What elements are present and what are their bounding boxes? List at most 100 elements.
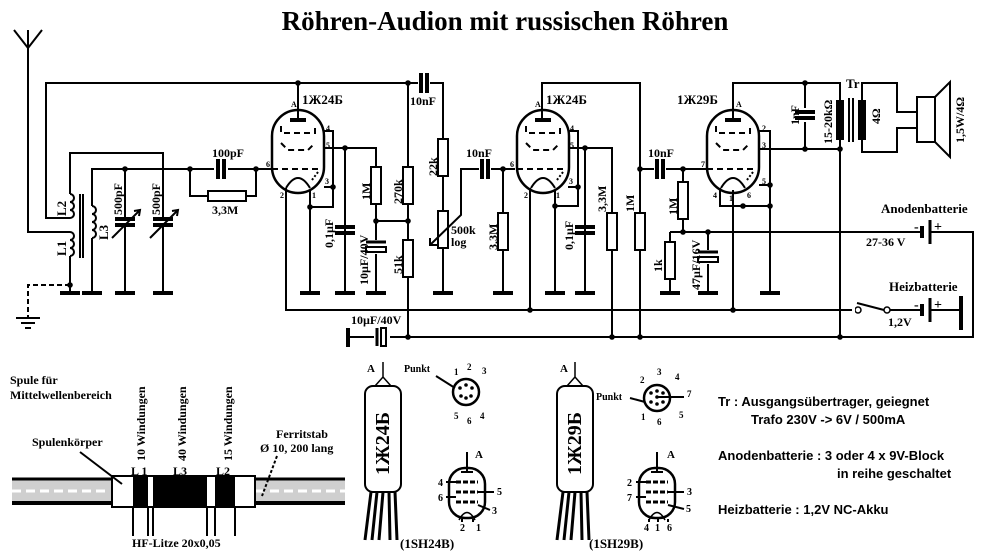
label-22k: 22k <box>426 157 440 176</box>
junction-dot <box>609 334 615 340</box>
junction-dot <box>802 146 808 152</box>
pin-label: 5 <box>762 177 766 186</box>
junction-dot <box>295 80 301 86</box>
switch-icon <box>854 306 862 314</box>
arrowhead <box>171 208 180 217</box>
resistor <box>207 190 247 202</box>
tube-pin-wire <box>393 491 399 541</box>
tube-pin-wire <box>555 491 565 541</box>
label-tr-secondary: 4Ω <box>869 108 883 124</box>
pin-label: 4 <box>570 124 574 133</box>
leader-line <box>261 455 278 497</box>
gap <box>852 305 855 315</box>
transformer-icon <box>836 100 844 140</box>
tube2-view <box>555 362 594 541</box>
battery-minus: - <box>914 220 919 235</box>
tube2-punkt-label: Punkt <box>596 392 623 403</box>
label-0-1uf-b: 0,1µF <box>562 221 576 250</box>
transformer-icon <box>858 100 866 140</box>
wire <box>555 130 579 207</box>
label-1m-a: 1M <box>359 183 373 200</box>
pin-label: 3 <box>762 141 766 150</box>
pin-dot <box>649 391 653 395</box>
wire <box>719 188 743 207</box>
winding-l1 <box>133 476 148 507</box>
label-log: log <box>451 235 466 249</box>
pin-label: 7 <box>701 160 705 169</box>
pin-dot <box>469 394 473 398</box>
pin-label: 1 <box>476 523 481 534</box>
variable-capacitor-arrow <box>149 209 179 239</box>
label-tr-primary: 15-20kΩ <box>821 99 835 144</box>
pin-label: A <box>291 100 297 109</box>
label-100pf: 100pF <box>212 146 244 160</box>
pin-dot <box>464 396 468 400</box>
pin-label: 6 <box>657 417 662 427</box>
wire <box>861 127 917 153</box>
note-tr-1: Tr : Ausgangsübertrager, geiegnet <box>718 394 930 409</box>
pin-line <box>667 504 685 510</box>
wire <box>861 82 917 113</box>
junction-dot <box>330 184 336 190</box>
tube-filament <box>285 177 311 189</box>
pin-label: A <box>736 100 742 109</box>
label-0-1uf-a: 0,1µF <box>322 219 336 248</box>
note-anode-2: in reihe geschaltet <box>837 466 952 481</box>
label-l1: L1 <box>54 241 69 256</box>
junction-dot <box>740 203 746 209</box>
resistor <box>437 138 449 177</box>
wire <box>69 152 164 218</box>
label-47uf: 47µF/16V <box>689 239 703 290</box>
label-coil-l2: L2 <box>216 464 230 478</box>
pin-label: 5 <box>570 141 574 150</box>
tube-grid <box>280 142 316 151</box>
junction-dot <box>122 166 128 172</box>
pin-label: 2 <box>627 478 632 489</box>
resistor <box>664 241 676 280</box>
tube-icon <box>515 108 571 195</box>
label-coil-l1: L 1 <box>131 464 147 478</box>
tube-grid <box>525 126 561 134</box>
tube-grid <box>525 142 561 151</box>
tube2-view-name: 1Ж29Б <box>564 412 586 475</box>
pin-label: 4 <box>438 478 443 489</box>
wire <box>743 130 771 207</box>
tube-icon <box>705 108 761 195</box>
tube-pin-wire <box>585 491 591 541</box>
resistor <box>437 210 449 249</box>
battery-minus: - <box>914 298 919 313</box>
pin-label: 6 <box>438 493 443 504</box>
label-10nf-b: 10nF <box>466 146 492 160</box>
pin-label: 5 <box>679 410 684 420</box>
wire <box>285 188 855 311</box>
pin-label: 6 <box>467 416 472 426</box>
label-hf-litze: HF-Litze 20x0,05 <box>132 536 221 550</box>
battery-plus: + <box>934 298 942 313</box>
tube-filament <box>530 177 556 189</box>
pin-label: 5 <box>326 141 330 150</box>
junction-dot <box>767 182 773 188</box>
pin-label: 3 <box>569 177 573 186</box>
tube-anode-lead <box>565 362 585 387</box>
label-l2: L2 <box>54 201 69 216</box>
electrolytic-capacitor <box>380 327 387 347</box>
junction-dot <box>527 307 533 313</box>
leader-line <box>79 451 123 485</box>
pin-label: 6 <box>266 160 270 169</box>
label-3-3m-c: 3,3M <box>595 186 609 212</box>
tube-filament <box>648 511 666 521</box>
tube1-view-anode: A <box>367 363 375 375</box>
pin-label: 4 <box>326 124 330 133</box>
pin-dot <box>661 400 665 404</box>
pin-label: 2 <box>467 362 472 372</box>
pin-dot <box>655 389 659 393</box>
label-anode-voltage: 27-36 V <box>866 235 906 249</box>
junction-dot <box>552 203 558 209</box>
pin-label: 4 <box>675 372 680 382</box>
label-speaker: 1,5W/4Ω <box>953 97 967 143</box>
tube3-name: 1Ж29Б <box>677 92 718 107</box>
label-500k: 500k <box>451 223 476 237</box>
speaker-icon <box>916 96 936 143</box>
tube1-base-icon <box>451 377 481 407</box>
tube-filament <box>458 511 476 521</box>
